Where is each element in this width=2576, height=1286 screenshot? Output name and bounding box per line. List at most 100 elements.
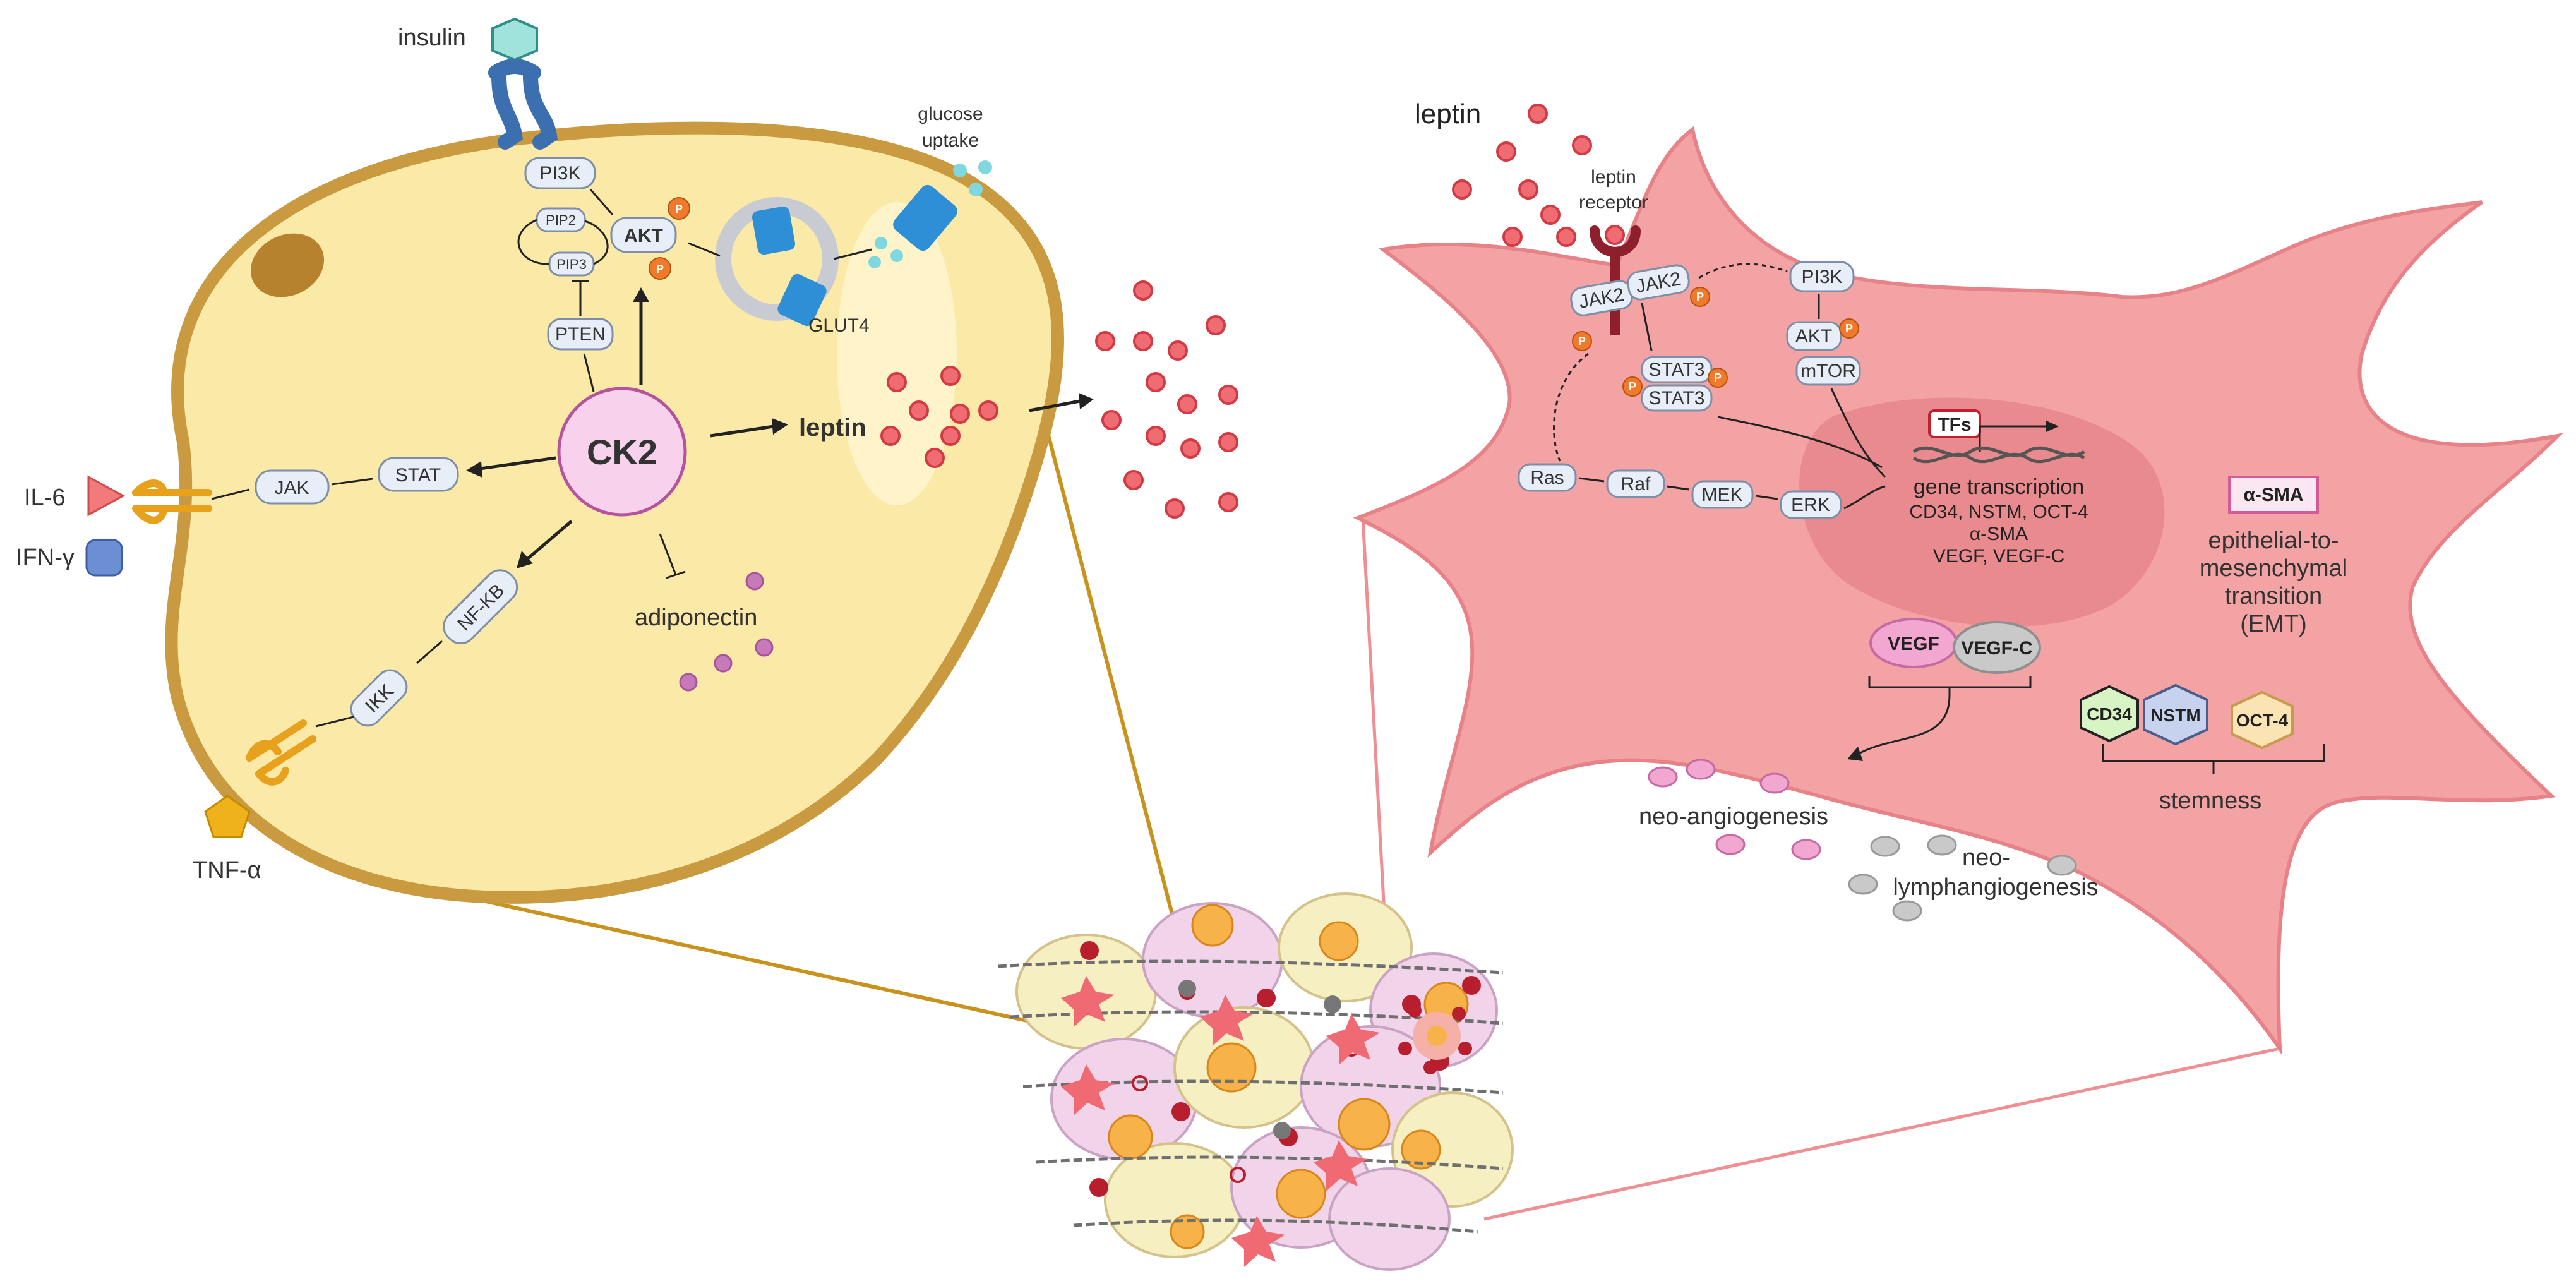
emt-label-3: transition [2225, 583, 2322, 610]
asma-label: α-SMA [2243, 484, 2303, 505]
raf-label: Raf [1621, 474, 1651, 495]
mek-label: MEK [1701, 484, 1742, 505]
cd34-hex: CD34 [2080, 685, 2139, 743]
adipocyte-leptin-dots [880, 366, 998, 468]
angiogenesis-dots [1648, 759, 1821, 860]
ifng-square-icon [85, 539, 123, 577]
jak2-left-node: JAK2 P [1570, 280, 1633, 351]
pip2-node: PIP2 [536, 207, 586, 232]
ck2-to-nfkb-arrow [526, 520, 573, 560]
stat-node: STAT [378, 457, 459, 492]
genes-line-2: α-SMA [1970, 524, 2028, 544]
stemness-bracket [2102, 744, 2325, 774]
cancer-leptin-dots [1452, 104, 1592, 247]
erk-label: ERK [1791, 495, 1830, 515]
glut4-transporter-icon-2 [777, 273, 827, 327]
insulin-hexagon-icon [491, 17, 538, 62]
neo-angiogenesis-label: neo-angiogenesis [1639, 803, 1828, 830]
ras-node: Ras [1518, 463, 1577, 492]
pip3-label: PIP3 [556, 256, 587, 272]
mtor-node: mTOR [1795, 356, 1861, 386]
glut4-transporter-icon [752, 206, 796, 255]
glut4-vesicle: GLUT4 [715, 197, 870, 336]
lymphangiogenesis-dots [1848, 834, 2077, 922]
gold-connector-left [479, 898, 1068, 1031]
zoom-connectors [479, 410, 2280, 1221]
dna-helix-icon [1912, 446, 2085, 464]
genes-line-1: CD34, NSTM, OCT-4 [1909, 502, 2088, 522]
svg-text:P: P [1578, 335, 1586, 347]
svg-text:P: P [1629, 380, 1636, 393]
cancer-akt-node: AKT P [1786, 318, 1859, 351]
genes-line-3: VEGF, VEGF-C [1933, 546, 2064, 567]
raf-node: Raf [1606, 469, 1665, 498]
glut4-label: GLUT4 [808, 315, 870, 336]
svg-text:P: P [1714, 371, 1722, 384]
ck2-circle [557, 387, 687, 517]
mek-node: MEK [1691, 480, 1754, 509]
tnf-receptor-icon [246, 719, 316, 786]
glucose-uptake-label-1: glucose [918, 104, 983, 124]
svg-text:P: P [1845, 322, 1853, 335]
gene-transcription-label: gene transcription [1914, 475, 2084, 499]
vegf-node: VEGF [1869, 618, 1958, 668]
stemness-label: stemness [2159, 788, 2262, 814]
pi3k-to-akt-arrow [589, 189, 614, 215]
ras-label: Ras [1530, 467, 1564, 488]
oct4-label: OCT-4 [2236, 711, 2289, 730]
svg-text:P: P [656, 263, 664, 275]
tfs-box: TFs [1928, 409, 1981, 438]
insulin-receptor-group: insulin [398, 17, 558, 150]
il6-triangle-icon [87, 475, 126, 517]
cancer-pi3k-label: PI3K [1801, 267, 1842, 287]
cancer-leptin-label: leptin [1415, 99, 1481, 129]
cancer-akt-label: AKT [1795, 326, 1832, 347]
emt-label-1: epithelial-to- [2208, 527, 2339, 554]
pten-node: PTEN [547, 318, 614, 351]
pten-label: PTEN [555, 324, 606, 345]
gold-connector-right [1040, 410, 1189, 973]
stat3-top-node: STAT3 P P [1622, 356, 1728, 397]
pip-cycle-arrow [517, 219, 609, 265]
leptin-secretion-arrow [1029, 399, 1081, 412]
tnfa-label: TNF-α [193, 857, 261, 884]
il6-label: IL-6 [24, 484, 65, 511]
vegf-bracket [1856, 676, 2032, 756]
nstm-label: NSTM [2150, 706, 2200, 725]
adipocyte-highlight [837, 202, 957, 505]
stat3-top-label: STAT3 [1649, 359, 1705, 380]
adiponectin-dots [679, 572, 774, 692]
nstm-hex: NSTM [2143, 683, 2208, 746]
cancer-pi3k-node: PI3K [1789, 261, 1855, 292]
jak-to-stat-arrow [331, 478, 373, 486]
il6-receptor-icon [132, 479, 212, 524]
adipocyte-leptin-label: leptin [799, 414, 866, 442]
glut4-vesicle-ring [715, 197, 839, 321]
vegf-label: VEGF [1888, 634, 1939, 654]
vegfc-label: VEGF-C [1961, 638, 2032, 659]
stat3-bottom-label: STAT3 [1649, 388, 1705, 409]
adipose-tissue-cluster [997, 892, 1514, 1271]
akt-label: AKT [624, 225, 663, 246]
membrane-glut4-icon [893, 184, 957, 251]
cancer-cell [1353, 126, 2563, 1055]
mtor-to-transcription-arrow [1830, 388, 1886, 478]
pi3k-node: PI3K [524, 157, 596, 189]
ikk-to-nfkb-arrow [416, 640, 443, 664]
ck2-node: CK2 [557, 387, 687, 517]
pi3k-label: PI3K [539, 163, 580, 184]
ck2-to-stat-arrow [479, 456, 556, 471]
secreted-leptin-dots [1095, 280, 1238, 519]
tfs-label: TFs [1938, 414, 1971, 435]
neo-lymph-label-1: neo- [1962, 844, 2010, 871]
jak-label: JAK [274, 478, 309, 498]
glucose-uptake-label-2: uptake [922, 130, 979, 151]
stat3-bottom-node: STAT3 [1641, 384, 1713, 412]
ck2-to-leptin-arrow [710, 424, 774, 438]
erk-node: ERK [1780, 490, 1842, 519]
cd34-label: CD34 [2087, 704, 2132, 724]
adiponectin-label: adiponectin [635, 604, 757, 631]
tnfa-pentagon-icon [204, 795, 251, 838]
ck2-to-pten-arrow [583, 353, 595, 392]
